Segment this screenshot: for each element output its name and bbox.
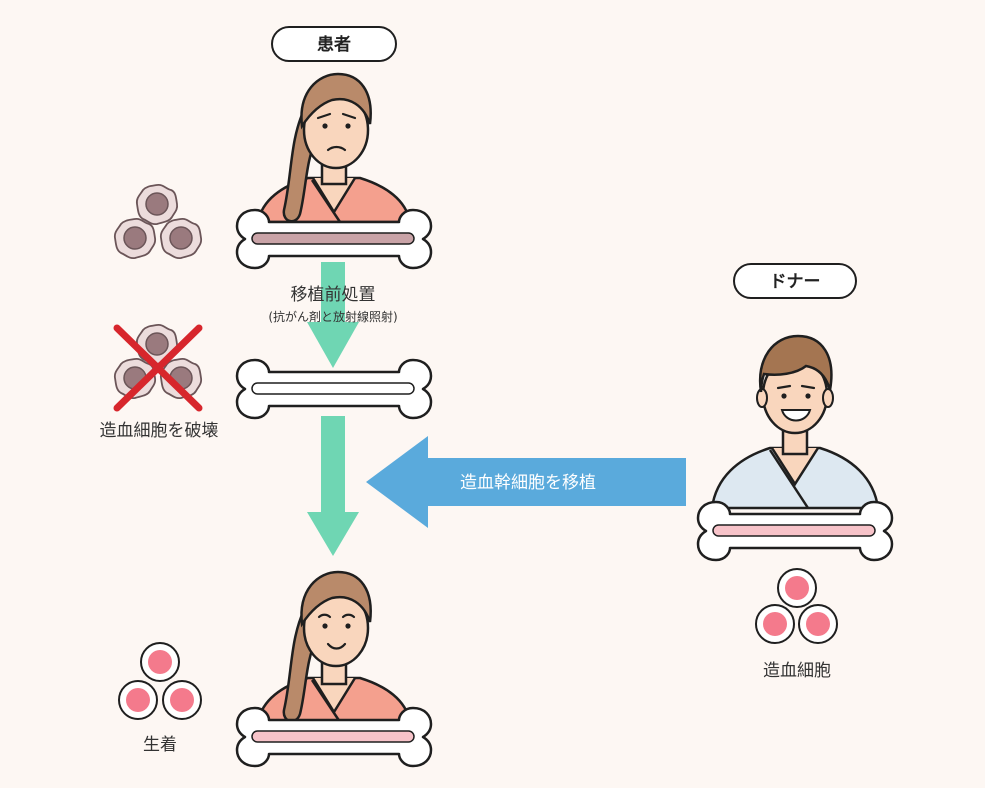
cross-mark-icon xyxy=(113,324,203,412)
pretreatment-arrow xyxy=(307,262,359,368)
patient-label: 患者 xyxy=(317,34,351,55)
transplant-arrow: 造血幹細胞を移植 xyxy=(366,436,686,528)
destroy-label: 造血細胞を破壊 xyxy=(100,421,219,441)
donor-bone xyxy=(696,500,894,562)
patient-bone-after xyxy=(235,706,433,768)
donor-label: ドナー xyxy=(770,272,821,292)
donor-pill: ドナー xyxy=(733,263,857,299)
engraftment-label: 生着 xyxy=(143,735,177,755)
pretreatment-sub-label: (抗がん剤と放射線照射) xyxy=(268,309,397,324)
worried-woman-icon xyxy=(256,72,412,224)
smiling-woman-icon xyxy=(256,570,412,724)
engraft-arrow xyxy=(307,416,359,556)
empty-bone xyxy=(235,358,433,420)
transplant-label: 造血幹細胞を移植 xyxy=(460,472,596,493)
patient-bone-before xyxy=(235,208,433,270)
patient-pill: 患者 xyxy=(271,26,397,62)
smiling-man-icon xyxy=(710,334,880,510)
donor-cells-label: 造血細胞 xyxy=(763,661,831,681)
engrafted-cells xyxy=(118,642,202,720)
donor-cells xyxy=(755,568,838,644)
pretreatment-label: 移植前処置 xyxy=(291,285,376,305)
diseased-cells xyxy=(113,183,203,260)
